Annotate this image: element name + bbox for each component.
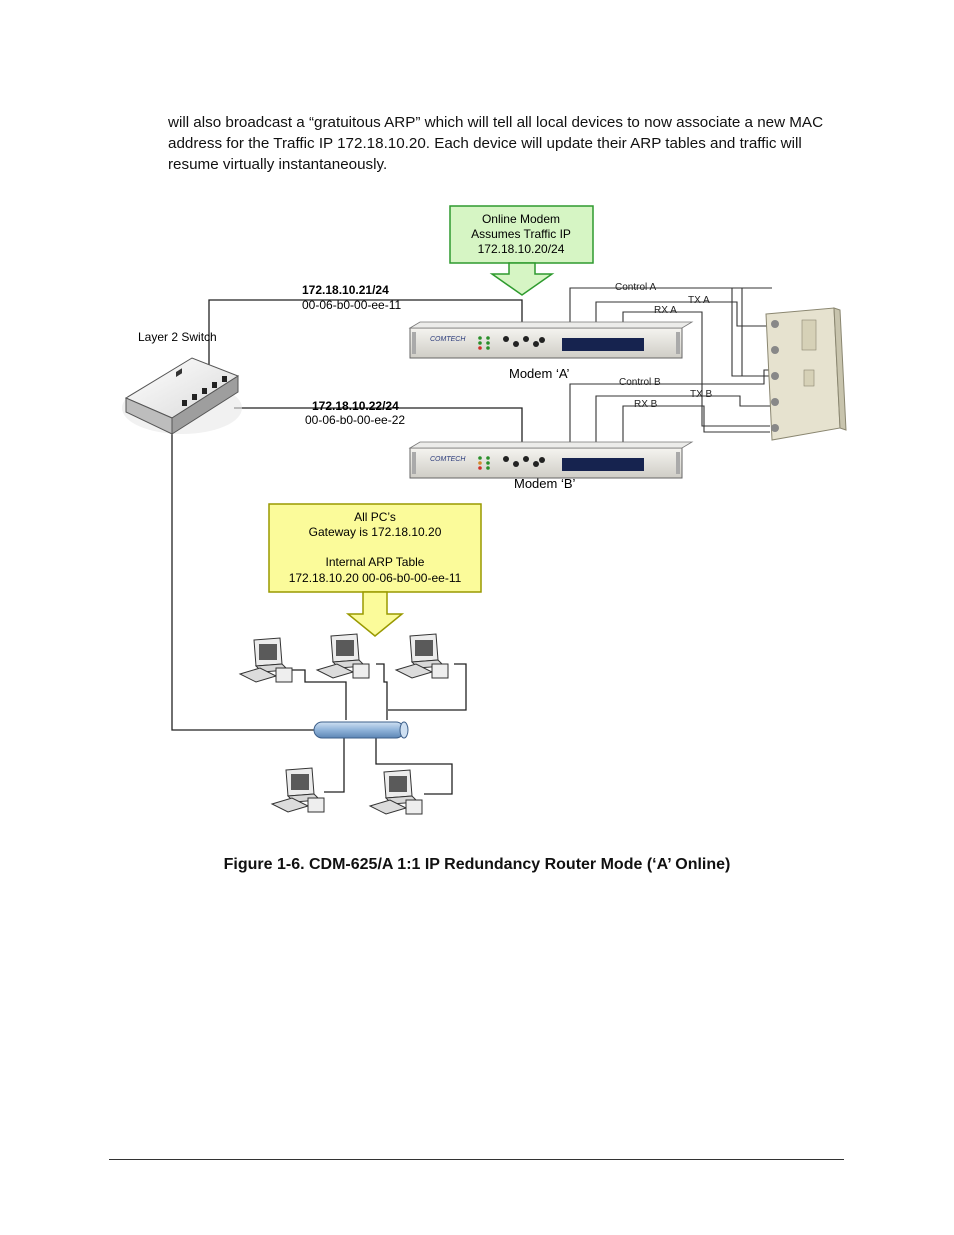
signal-wiring bbox=[569, 287, 772, 443]
footer-rule bbox=[109, 1159, 844, 1160]
connector-icon bbox=[771, 372, 779, 380]
callout-down-arrow bbox=[489, 262, 555, 296]
pc-computer-icon bbox=[315, 633, 370, 679]
modem-a-mac: 00-06-b0-00-ee-11 bbox=[302, 298, 402, 312]
label-tx-a: TX A bbox=[688, 295, 710, 306]
pc-callout-line-2: Gateway is 172.18.10.20 bbox=[309, 525, 442, 539]
figure-caption: Figure 1-6. CDM-625/A 1:1 IP Redundancy … bbox=[223, 856, 731, 873]
modem-b-ip: 172.18.10.22/24 bbox=[312, 399, 399, 413]
label-control-a: Control A bbox=[615, 282, 656, 293]
modem-a-ip: 172.18.10.21/24 bbox=[302, 283, 389, 297]
modem-a-unit: 172.18.10.21/24 00-06-b0-00-ee-11 COMTEC… bbox=[302, 283, 694, 381]
pc-callout-down-arrow bbox=[345, 591, 405, 637]
modem-b-label: Modem ‘B’ bbox=[514, 476, 576, 491]
pc-computer-icon bbox=[368, 769, 423, 815]
lan-hub-pipe bbox=[313, 721, 409, 739]
switch-label: Layer 2 Switch bbox=[138, 330, 217, 344]
modem-a-label: Modem ‘A’ bbox=[509, 366, 570, 381]
connector-icon bbox=[771, 424, 779, 432]
label-rx-b: RX B bbox=[634, 399, 658, 410]
signal-labels: Control A TX A RX A Control B TX B RX B bbox=[615, 282, 713, 410]
pc-computer-icon bbox=[270, 767, 325, 813]
network-diagram: Online Modem Assumes Traffic IP 172.18.1… bbox=[122, 205, 847, 815]
ethernet-wiring bbox=[171, 299, 523, 795]
pc-callout-line-1: All PC’s bbox=[354, 510, 396, 524]
connector-icon bbox=[771, 398, 779, 406]
pc-callout-line-4: Internal ARP Table bbox=[326, 555, 425, 569]
layer2-switch: Layer 2 Switch bbox=[122, 330, 242, 435]
modem-b-unit: 172.18.10.22/24 00-06-b0-00-ee-22 COMTEC… bbox=[305, 399, 694, 491]
callout-top-line-3: 172.18.10.20/24 bbox=[478, 242, 565, 256]
pc-arp-callout: All PC’s Gateway is 172.18.10.20 Interna… bbox=[268, 503, 482, 637]
label-control-b: Control B bbox=[619, 377, 661, 388]
modem-b-mac: 00-06-b0-00-ee-22 bbox=[305, 413, 405, 427]
callout-top-line-1: Online Modem bbox=[482, 212, 560, 226]
callout-top-line-2: Assumes Traffic IP bbox=[471, 227, 571, 241]
svg-text:COMTECH: COMTECH bbox=[430, 456, 466, 463]
label-rx-a: RX A bbox=[654, 305, 677, 316]
connector-icon bbox=[771, 346, 779, 354]
online-modem-callout: Online Modem Assumes Traffic IP 172.18.1… bbox=[449, 205, 594, 296]
pc-callout-line-5: 172.18.10.20 00-06-b0-00-ee-11 bbox=[289, 571, 462, 585]
connector-icon bbox=[771, 320, 779, 328]
svg-text:COMTECH: COMTECH bbox=[430, 336, 466, 343]
redundancy-switch-unit bbox=[765, 307, 847, 441]
body-paragraph: will also broadcast a “gratuitous ARP” w… bbox=[168, 114, 824, 173]
pc-computer-icon bbox=[394, 633, 449, 679]
pc-computer-icon bbox=[238, 637, 293, 683]
network-diagram-figure: Online Modem Assumes Traffic IP 172.18.1… bbox=[112, 198, 852, 838]
label-tx-b: TX B bbox=[690, 389, 713, 400]
